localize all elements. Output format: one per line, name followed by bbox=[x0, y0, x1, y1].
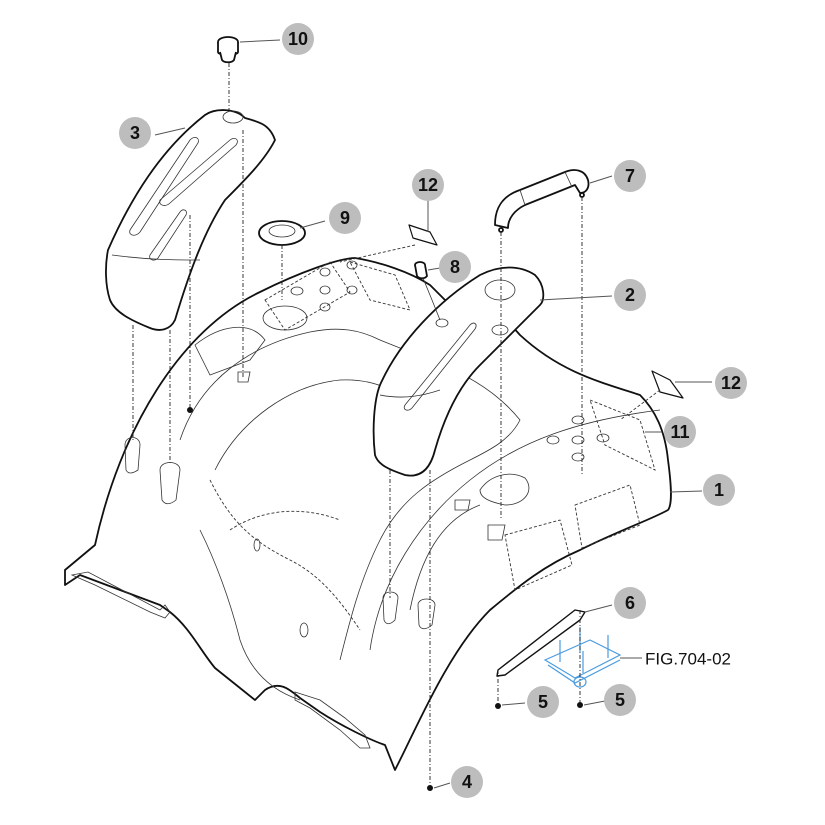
switch-connector[interactable] bbox=[414, 261, 441, 321]
leader-lines bbox=[154, 39, 712, 789]
reference-figure-link[interactable]: FIG.704-02 bbox=[645, 650, 731, 669]
callout-2[interactable]: 2 bbox=[614, 279, 646, 311]
callout-5-left[interactable]: 5 bbox=[527, 686, 559, 718]
callout-10-label: 10 bbox=[288, 29, 308, 49]
callout-1-label: 1 bbox=[714, 480, 724, 500]
callout-7[interactable]: 7 bbox=[614, 160, 646, 192]
callout-3-label: 3 bbox=[130, 123, 140, 143]
callout-3[interactable]: 3 bbox=[119, 117, 151, 149]
callout-10[interactable]: 10 bbox=[282, 23, 314, 55]
grommet[interactable] bbox=[258, 220, 306, 246]
callout-11-label: 11 bbox=[670, 422, 689, 442]
callout-4[interactable]: 4 bbox=[451, 766, 483, 798]
callout-2-label: 2 bbox=[625, 285, 635, 305]
callout-6-label: 6 bbox=[625, 593, 635, 613]
callout-9-label: 9 bbox=[340, 208, 350, 228]
callout-12-top-label: 12 bbox=[418, 175, 438, 195]
callout-5-right[interactable]: 5 bbox=[604, 684, 636, 716]
callout-6[interactable]: 6 bbox=[614, 587, 646, 619]
callout-9[interactable]: 9 bbox=[329, 202, 361, 234]
callout-8-label: 8 bbox=[450, 257, 460, 277]
callout-11[interactable]: 11 bbox=[664, 416, 696, 448]
bracket-strip[interactable] bbox=[496, 609, 586, 677]
callout-4-label: 4 bbox=[462, 772, 472, 792]
callout-12-right-label: 12 bbox=[721, 373, 741, 393]
callout-5-left-label: 5 bbox=[538, 692, 548, 712]
decal-top[interactable] bbox=[408, 224, 438, 246]
callout-7-label: 7 bbox=[625, 166, 635, 186]
callout-8[interactable]: 8 bbox=[439, 251, 471, 283]
left-fender-cover[interactable] bbox=[105, 109, 276, 331]
decal-right[interactable] bbox=[651, 370, 684, 399]
assembly-lines bbox=[132, 63, 661, 791]
callout-1[interactable]: 1 bbox=[703, 474, 735, 506]
fuel-cap[interactable] bbox=[217, 36, 239, 64]
body-shell[interactable] bbox=[64, 257, 672, 771]
callout-12-top[interactable]: 12 bbox=[412, 169, 444, 201]
handle[interactable] bbox=[494, 169, 590, 233]
callout-12-right[interactable]: 12 bbox=[715, 367, 747, 399]
callout-5-right-label: 5 bbox=[615, 690, 625, 710]
